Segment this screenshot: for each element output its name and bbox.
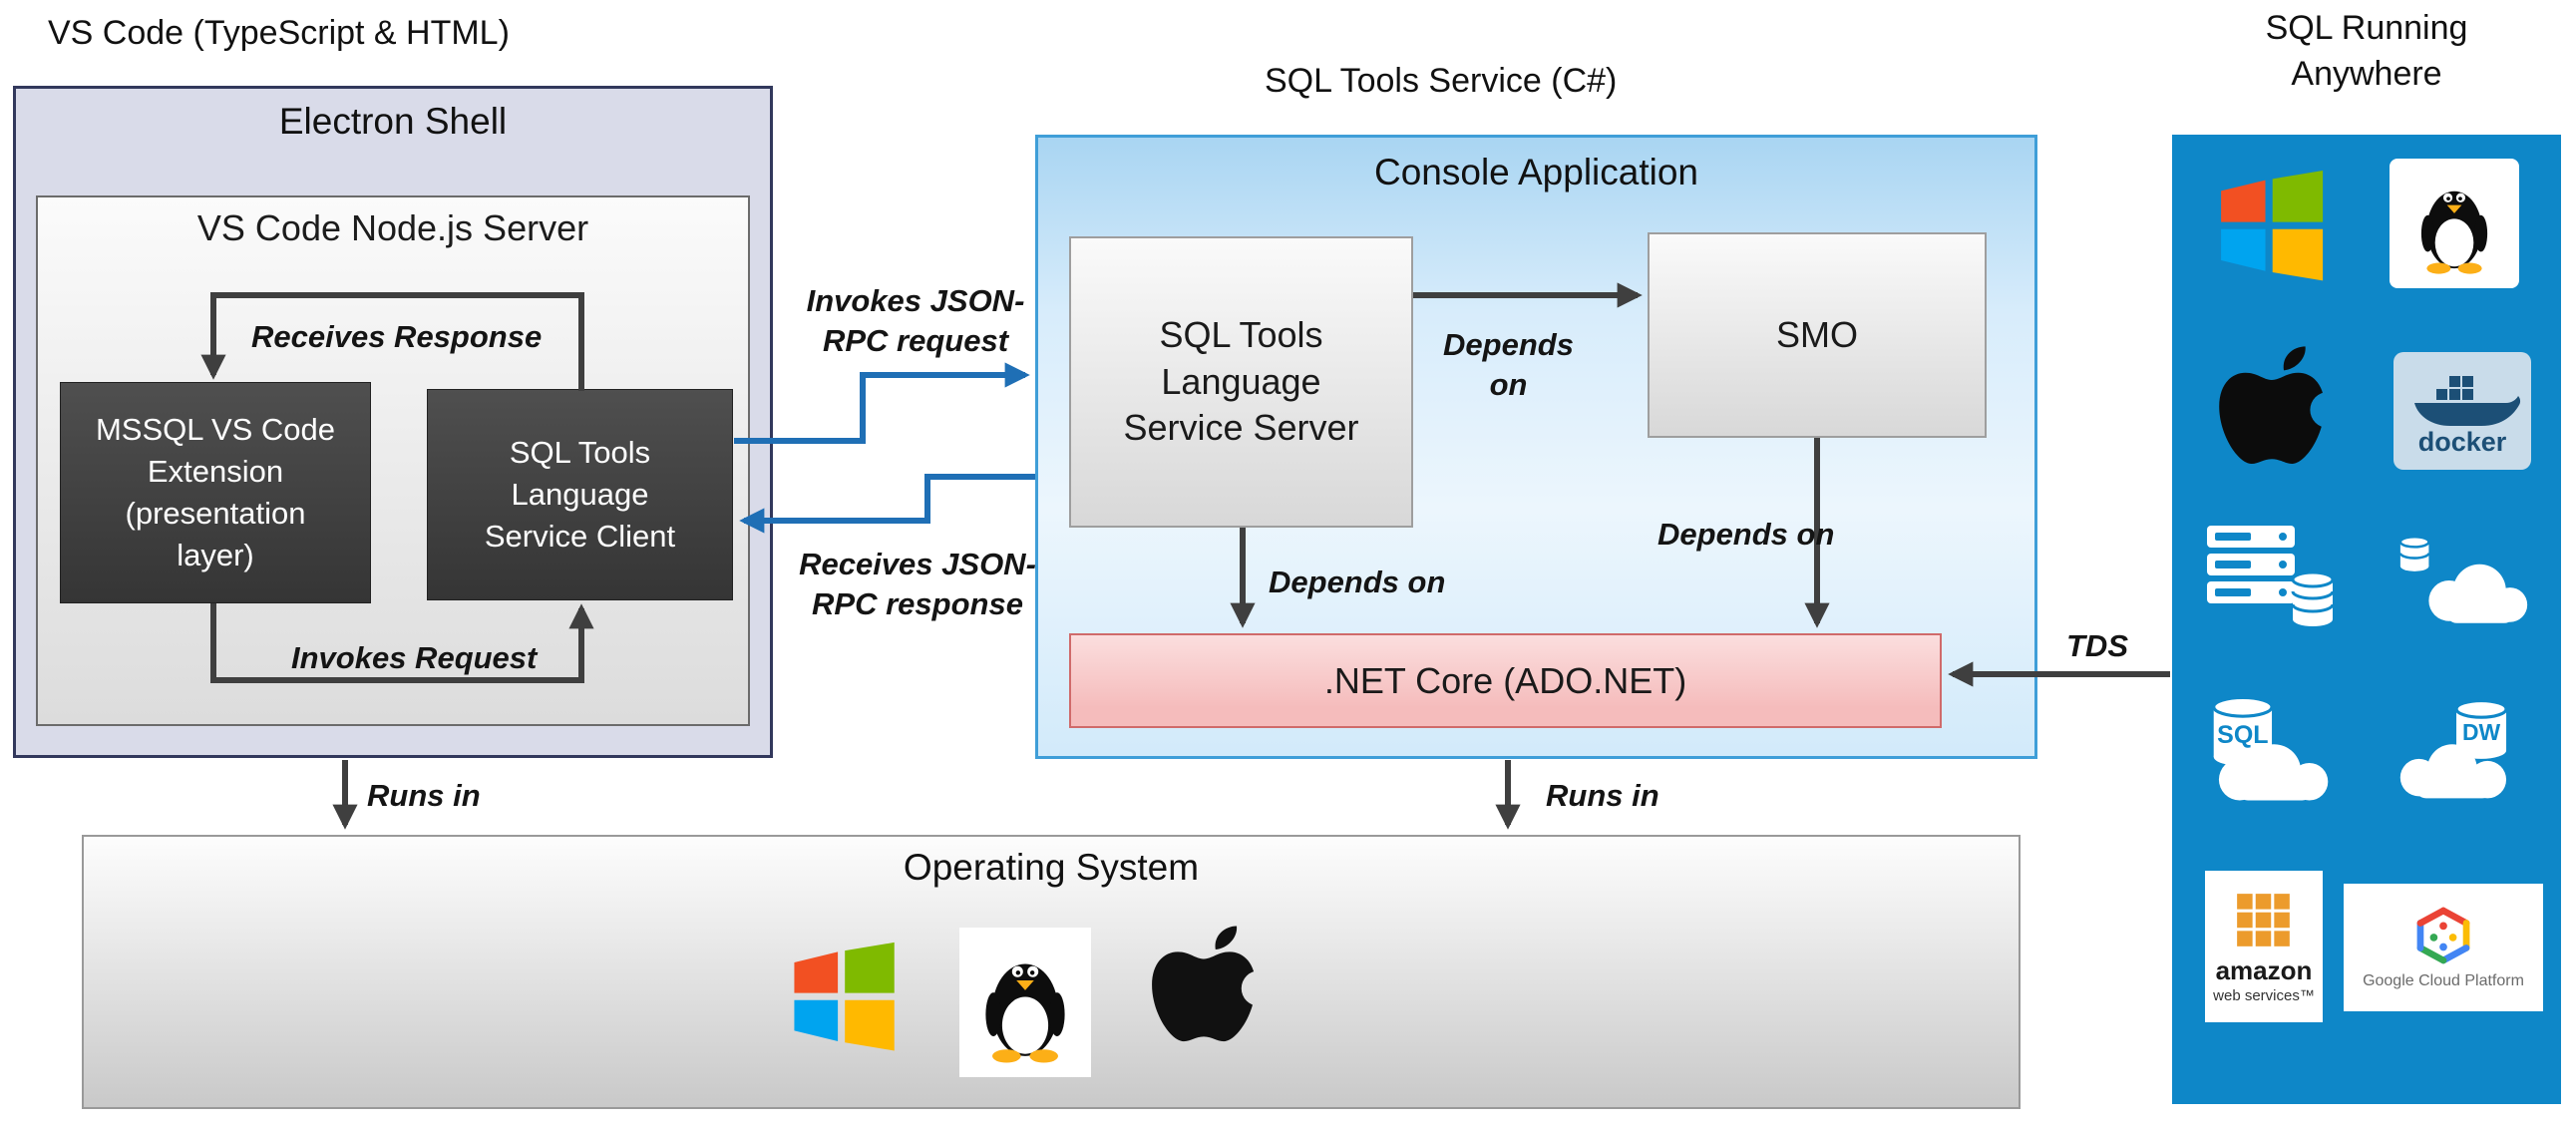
depends-on-server-label: Depends on xyxy=(1269,565,1446,599)
sql-anywhere-panel: docker xyxy=(2172,135,2561,1104)
invokes-jsonrpc-label: Invokes JSON- RPC request xyxy=(806,283,1025,359)
gcp-icon: Google Cloud Platform xyxy=(2344,884,2543,1011)
runs-in-left-label: Runs in xyxy=(367,778,481,813)
windows-icon xyxy=(785,937,903,1054)
aws-label-line2: web services™ xyxy=(2213,986,2315,1004)
service-server-box: SQL Tools Language Service Server xyxy=(1069,236,1413,528)
sql-anywhere-section-title: SQL Running Anywhere xyxy=(2265,9,2468,93)
vscode-section-title: VS Code (TypeScript & HTML) xyxy=(48,14,510,52)
docker-whale-icon xyxy=(2414,375,2521,426)
mssql-extension-box: MSSQL VS Code Extension (presentation la… xyxy=(60,382,371,603)
receives-response-label: Receives Response xyxy=(251,319,543,354)
operating-system-title: Operating System xyxy=(903,847,1200,888)
cloud-database-icon xyxy=(2384,526,2541,637)
aws-icon: amazon web services™ xyxy=(2205,871,2323,1022)
gcp-hexagon-icon xyxy=(2416,907,2470,964)
panel-apple-icon xyxy=(2212,344,2332,476)
depends-on-smo-down-label: Depends on xyxy=(1657,517,1835,552)
sql-label: SQL xyxy=(2217,721,2268,749)
netcore-box: .NET Core (ADO.NET) xyxy=(1069,633,1942,728)
docker-icon: docker xyxy=(2393,352,2531,470)
linux-tux-icon xyxy=(959,928,1091,1077)
sql-database-cloud-icon: SQL xyxy=(2192,688,2350,813)
arrow-receives-jsonrpc xyxy=(739,474,1035,534)
depends-on-smo-label: Depends on xyxy=(1443,327,1574,403)
sqltools-section-title: SQL Tools Service (C#) xyxy=(1265,62,1618,100)
service-client-box: SQL Tools Language Service Client xyxy=(427,389,733,600)
aws-label-line1: amazon xyxy=(2215,954,2313,985)
server-stack-icon xyxy=(2197,522,2347,641)
console-application-title: Console Application xyxy=(1374,152,1698,192)
panel-windows-icon xyxy=(2209,165,2334,284)
node-server-title: VS Code Node.js Server xyxy=(196,207,589,248)
arrow-invokes-jsonrpc xyxy=(734,362,1030,444)
tds-label: TDS xyxy=(2066,628,2128,663)
electron-shell-title: Electron Shell xyxy=(278,101,508,142)
invokes-request-label: Invokes Request xyxy=(291,640,538,675)
smo-box: SMO xyxy=(1648,232,1987,438)
panel-linux-tux-icon xyxy=(2390,159,2519,288)
aws-cubes-icon xyxy=(2237,893,2290,946)
dw-label: DW xyxy=(2462,719,2501,745)
docker-label: docker xyxy=(2417,426,2507,457)
apple-icon xyxy=(1145,924,1263,1073)
runs-in-right-label: Runs in xyxy=(1546,778,1659,813)
dw-database-cloud-icon: DW xyxy=(2377,688,2534,813)
receives-jsonrpc-label: Receives JSON- RPC response xyxy=(799,547,1036,622)
gcp-label: Google Cloud Platform xyxy=(2363,972,2524,989)
